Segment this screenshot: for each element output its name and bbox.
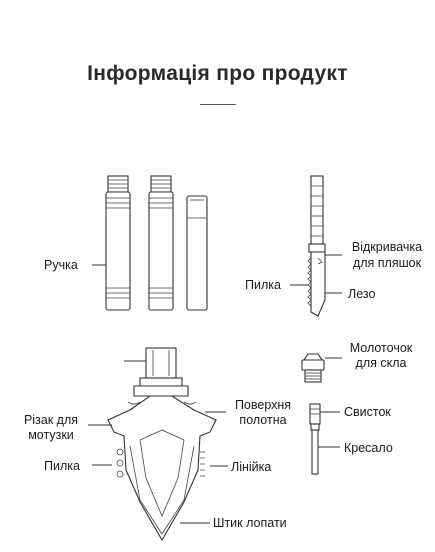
- label-tip: Штик лопати: [213, 516, 287, 530]
- handle-tube-1: [105, 175, 131, 311]
- label-cutter-line1: Різак для: [23, 413, 79, 427]
- flint-tool: [310, 423, 320, 475]
- label-blade: Лезо: [348, 287, 376, 301]
- shovel-head: [107, 347, 217, 542]
- hammer-tool: [301, 353, 325, 383]
- label-cutter-line2: мотузки: [28, 428, 74, 442]
- label-hammer-line2: для скла: [355, 356, 407, 370]
- label-whistle: Свисток: [344, 405, 391, 419]
- label-saw-left: Пилка: [44, 459, 80, 473]
- label-saw-right: Пилка: [245, 278, 281, 292]
- handle-tube-3: [186, 195, 208, 311]
- label-opener-line1: Відкривачка: [351, 240, 423, 254]
- title-divider: [200, 104, 236, 105]
- label-handle: Ручка: [44, 258, 78, 272]
- saw-blade-tool: [307, 175, 326, 317]
- handle-tube-2: [148, 175, 174, 311]
- label-hammer-line1: Молоточок: [349, 341, 413, 355]
- whistle-tool: [309, 403, 321, 425]
- page-title: Інформація про продукт: [87, 62, 348, 85]
- label-surface-line2: полотна: [239, 413, 287, 427]
- label-flint: Кресало: [344, 441, 393, 455]
- label-ruler: Лінійка: [231, 460, 272, 474]
- label-surface-line1: Поверхня: [234, 398, 292, 412]
- label-opener-line2: для пляшок: [352, 256, 422, 270]
